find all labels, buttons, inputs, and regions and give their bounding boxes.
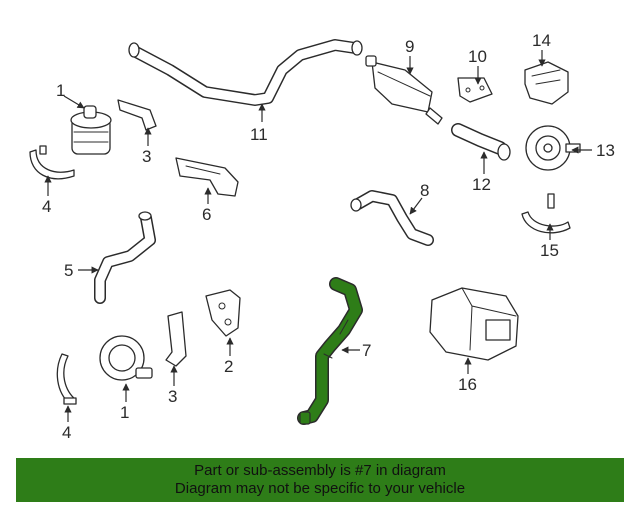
callout-11: 11: [250, 125, 268, 144]
leader-lines: [44, 50, 592, 422]
callout-7: 7: [362, 341, 371, 360]
callout-4: 4: [62, 423, 71, 442]
callout-14: 14: [532, 31, 551, 50]
callout-9: 9: [405, 37, 414, 56]
part-4-clamp-upper[interactable]: [29, 145, 75, 180]
part-12-hose[interactable]: [451, 123, 511, 161]
part-14-mount[interactable]: [524, 61, 569, 105]
callout-2: 2: [224, 357, 233, 376]
callout-10: 10: [468, 47, 487, 66]
part-3-bracket-lower[interactable]: [165, 311, 187, 367]
part-13-pump[interactable]: [525, 125, 581, 171]
callout-4: 4: [42, 197, 51, 216]
callout-5: 5: [64, 261, 73, 280]
callout-15: 15: [540, 241, 559, 260]
part-1-pump-lower[interactable]: [99, 335, 153, 381]
part-8-hose[interactable]: [350, 190, 434, 246]
callout-16: 16: [458, 375, 477, 394]
callout-3: 3: [168, 387, 177, 406]
callout-6: 6: [202, 205, 211, 224]
parts-diagram: 1 3 4 11 9 10 14 13 12 6 8 15 5 2 3 1 4 …: [29, 31, 615, 442]
banner-line-1: Part or sub-assembly is #7 in diagram: [194, 462, 446, 479]
part-2-bracket[interactable]: [205, 289, 241, 337]
part-6-hose[interactable]: [175, 157, 239, 197]
part-1-pump-upper[interactable]: [70, 105, 112, 155]
part-7-hose-highlighted[interactable]: [297, 277, 363, 425]
part-9-canister[interactable]: [365, 55, 443, 125]
callout-3: 3: [142, 147, 151, 166]
notice-banner: Part or sub-assembly is #7 in diagram Di…: [16, 458, 624, 502]
part-5-hose[interactable]: [94, 211, 156, 304]
callout-8: 8: [420, 181, 429, 200]
callout-12: 12: [472, 175, 491, 194]
callout-1: 1: [120, 403, 129, 422]
callout-1: 1: [56, 81, 65, 100]
part-16-unit[interactable]: [429, 287, 519, 361]
banner-line-2: Diagram may not be specific to your vehi…: [174, 480, 466, 497]
callout-13: 13: [596, 141, 615, 160]
part-10-bracket[interactable]: [457, 77, 493, 103]
callout-labels: 1 3 4 11 9 10 14 13 12 6 8 15 5 2 3 1 4 …: [42, 31, 615, 442]
part-11-pipe[interactable]: [128, 39, 363, 106]
part-3-bracket-upper[interactable]: [117, 99, 157, 131]
part-15-clamp[interactable]: [521, 193, 571, 234]
part-4-clamp-lower[interactable]: [56, 353, 77, 405]
